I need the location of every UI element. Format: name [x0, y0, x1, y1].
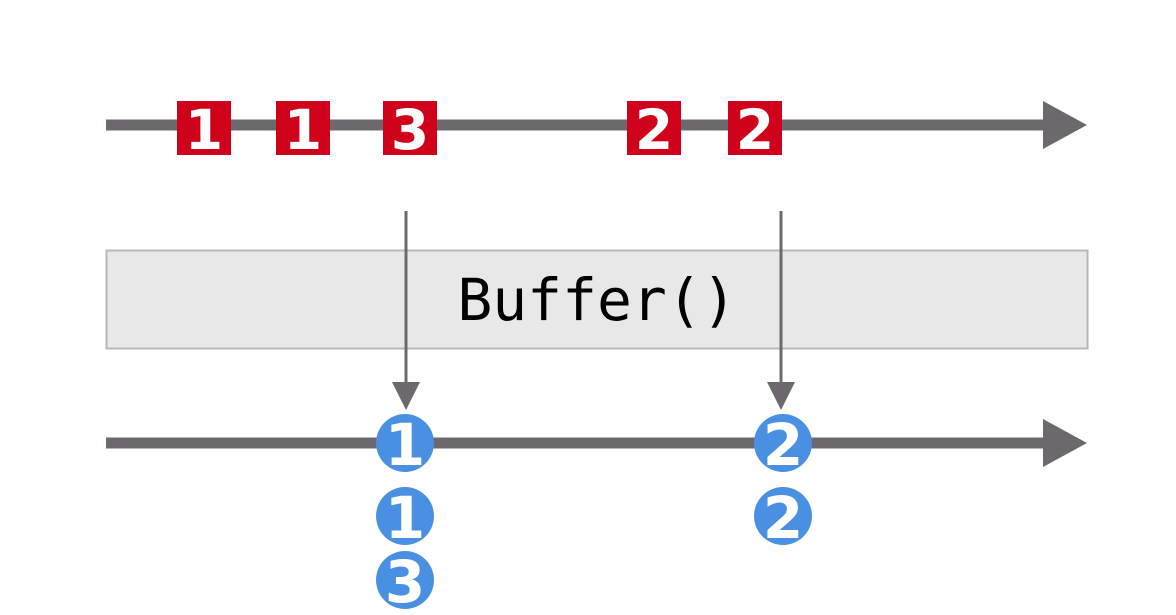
output-buffer-2: 2 2 [754, 411, 812, 552]
output-marble: 1 [376, 484, 434, 552]
input-marble-label: 2 [736, 98, 774, 162]
operator-box: Buffer() [105, 249, 1089, 350]
input-marble: 1 [276, 98, 330, 162]
input-marble: 1 [177, 98, 231, 162]
output-timeline-arrowhead [1043, 419, 1087, 467]
input-marble: 2 [627, 98, 681, 162]
input-marble-label: 1 [284, 98, 322, 162]
output-marble: 2 [754, 484, 812, 552]
output-marble: 3 [376, 548, 434, 615]
input-timeline-arrowhead [1043, 101, 1087, 149]
input-marbles: 1 1 3 2 2 [177, 98, 782, 162]
output-marble: 1 [376, 411, 434, 479]
input-marble: 2 [728, 98, 782, 162]
output-marble-label: 1 [385, 411, 425, 479]
output-marble: 2 [754, 411, 812, 479]
output-marble-label: 2 [763, 411, 803, 479]
output-buffer-1: 1 1 3 [376, 411, 434, 615]
operator-box-rect [105, 249, 1089, 350]
emission-arrow [392, 211, 420, 410]
emission-arrow [767, 211, 795, 410]
output-timeline [106, 419, 1087, 467]
input-marble-label: 1 [185, 98, 223, 162]
input-marble-label: 2 [635, 98, 673, 162]
operator-label: Buffer() [457, 266, 736, 334]
input-marble-label: 3 [391, 98, 429, 162]
input-marble: 3 [383, 98, 437, 162]
output-marble-label: 1 [385, 484, 425, 552]
emission-arrows [392, 211, 795, 410]
output-marble-label: 3 [385, 548, 425, 615]
output-marble-label: 2 [763, 484, 803, 552]
input-timeline [106, 101, 1087, 149]
